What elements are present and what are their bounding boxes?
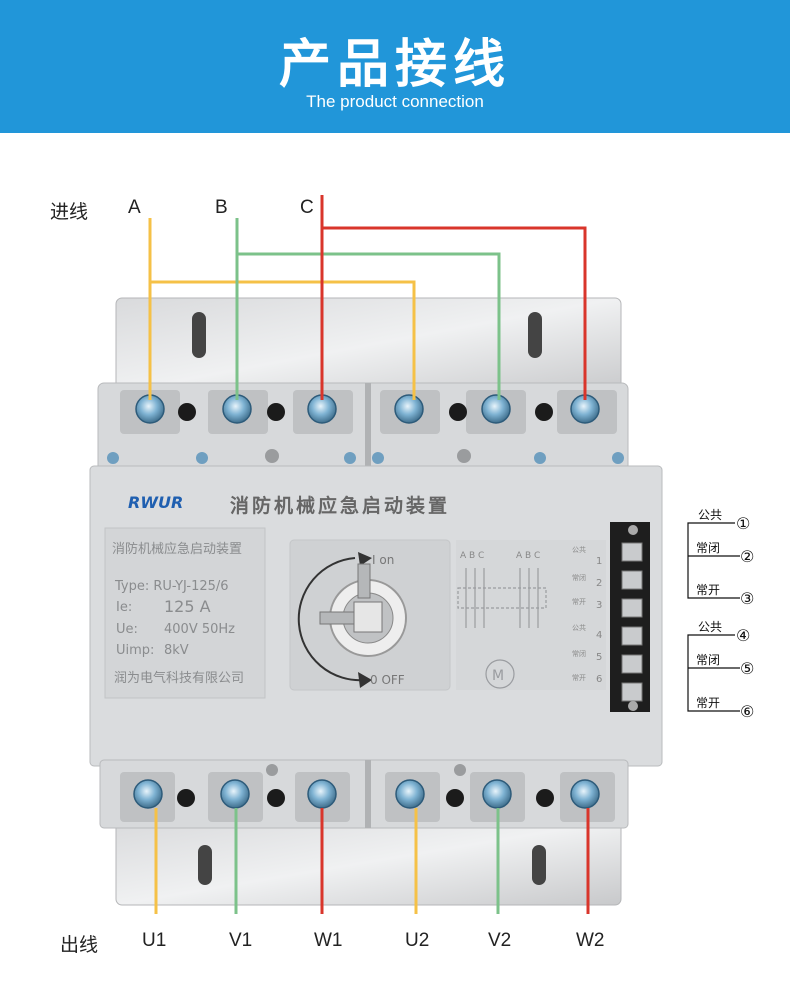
- mounting-plate: [115, 297, 622, 906]
- plate-uimp-value: 8kV: [164, 643, 189, 658]
- output-label: 出线: [60, 935, 99, 956]
- brand-logo: RWUR: [128, 493, 183, 512]
- device-aux-number: 3: [596, 600, 602, 611]
- aux-label: 公共: [698, 620, 722, 634]
- aux-number: ①: [736, 514, 750, 533]
- device-name: 消防机械应急启动装置: [230, 494, 450, 517]
- terminal-w1-label: W1: [314, 930, 343, 951]
- device-aux-labels: 公共 常闭 常开 公共 常闭 常开 1 2 3 4 5 6: [572, 545, 602, 685]
- aux-label: 公共: [698, 508, 722, 522]
- plate-ue-label: Ue:: [116, 622, 138, 637]
- plate-ie-label: Ie:: [116, 600, 132, 615]
- plate-uimp-label: Uimp:: [116, 643, 154, 658]
- device-aux-label: 常开: [572, 597, 586, 606]
- aux-number: ②: [740, 547, 754, 566]
- rotary-switch: [297, 552, 407, 688]
- device-aux-number: 5: [596, 652, 602, 663]
- aux-label: 常闭: [696, 541, 720, 555]
- phase-c-wire: [320, 195, 587, 400]
- device-aux-label: 常闭: [572, 573, 586, 582]
- terminal-u1-label: U1: [142, 930, 167, 951]
- terminal-u2-label: U2: [405, 930, 430, 951]
- device-aux-number: 1: [596, 556, 602, 567]
- plate-ie-value: 125 A: [164, 597, 211, 616]
- motor-symbol: M: [492, 668, 504, 684]
- page-subtitle: The product connection: [306, 92, 484, 111]
- terminal-v2-label: V2: [488, 930, 512, 951]
- plate-type: Type: RU-YJ-125/6: [114, 579, 229, 594]
- aux-terminal-strip: [610, 522, 650, 712]
- aux-number: ⑤: [740, 659, 754, 678]
- phase-wires: [148, 195, 587, 400]
- header-banner: 产品接线 The product connection: [0, 0, 790, 133]
- schematic-right-label: A B C: [516, 551, 540, 561]
- switch-off-label: 0 OFF: [370, 673, 405, 687]
- aux-label: 常开: [696, 583, 720, 597]
- phase-c-label: C: [300, 197, 314, 218]
- device-aux-label: 公共: [572, 545, 586, 554]
- phase-a-label: A: [128, 197, 141, 218]
- plate-company: 润为电气科技有限公司: [114, 670, 244, 686]
- aux-wiring: [687, 522, 740, 712]
- aux-number: ⑥: [740, 702, 754, 721]
- plate-title: 消防机械应急启动装置: [112, 541, 242, 557]
- terminal-v1-label: V1: [229, 930, 253, 951]
- top-terminal-block: [97, 382, 629, 476]
- device-schematic: [457, 568, 547, 689]
- input-label: 进线: [50, 202, 89, 223]
- plate-ue-value: 400V 50Hz: [164, 622, 235, 637]
- nameplate: 消防机械应急启动装置 Type: RU-YJ-125/6 Ie: 125 A U…: [112, 541, 244, 686]
- page-title: 产品接线: [278, 35, 511, 95]
- bottom-terminal-block: [99, 759, 629, 829]
- device-aux-label: 公共: [572, 623, 586, 632]
- aux-label: 常开: [696, 696, 720, 710]
- device-aux-number: 2: [596, 578, 602, 589]
- output-wires: [154, 808, 590, 914]
- device-aux-number: 6: [596, 674, 602, 685]
- aux-label: 常闭: [696, 653, 720, 667]
- aux-number: ④: [736, 626, 750, 645]
- phase-b-label: B: [215, 197, 228, 218]
- device-aux-number: 4: [596, 630, 602, 641]
- aux-contact-labels: 公共 ① 常闭 ② 常开 ③ 公共 ④ 常闭 ⑤ 常开 ⑥: [696, 508, 754, 721]
- device-aux-label: 常闭: [572, 649, 586, 658]
- phase-b-wire: [235, 218, 501, 400]
- terminal-w2-label: W2: [576, 930, 605, 951]
- device-aux-label: 常开: [572, 673, 586, 682]
- switch-on-label: I on: [372, 553, 394, 567]
- aux-number: ③: [740, 589, 754, 608]
- schematic-left-label: A B C: [460, 551, 484, 561]
